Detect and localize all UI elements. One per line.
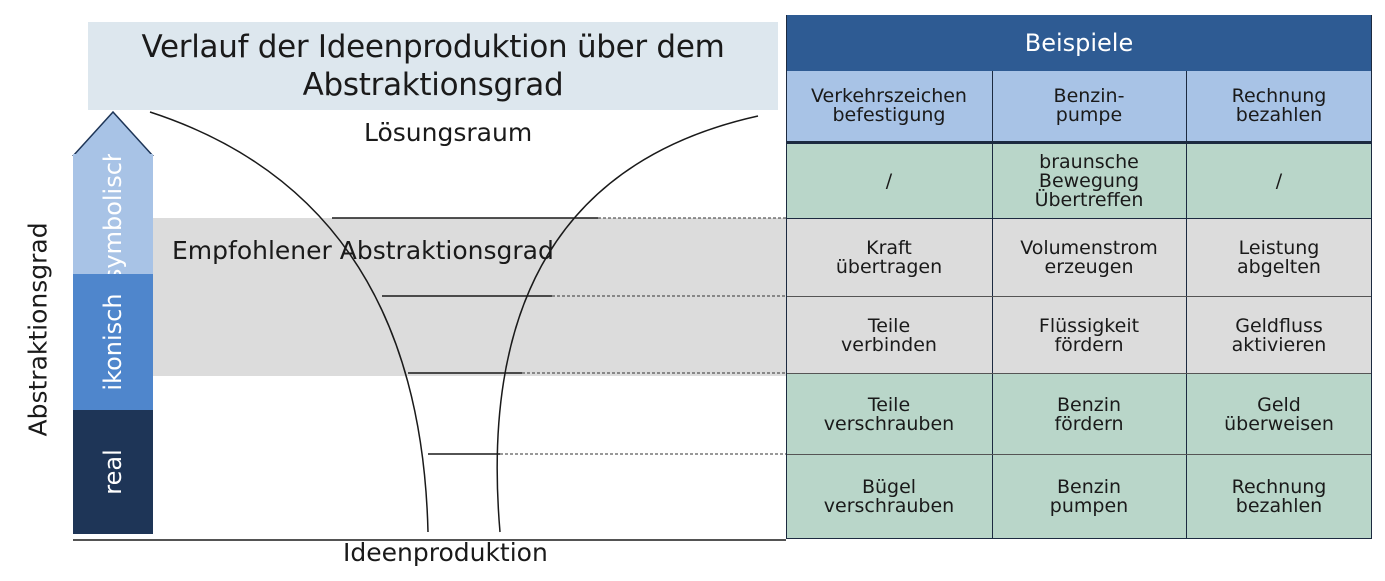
table-cell: Volumenstrom erzeugen bbox=[992, 219, 1186, 297]
level-ikonisch: ikonisch bbox=[73, 274, 153, 410]
table-cell: Rechnung bezahlen bbox=[1186, 455, 1372, 539]
funnel-diagram bbox=[73, 111, 786, 541]
table-header: Beispiele bbox=[786, 15, 1372, 71]
arrow-head-icon bbox=[72, 110, 154, 156]
table-cell: Geld überweisen bbox=[1186, 374, 1372, 455]
column-header: Rechnung bezahlen bbox=[1186, 71, 1372, 141]
table-cell: Flüssigkeit fördern bbox=[992, 297, 1186, 374]
table-cell: braunsche Bewegung Übertreffen bbox=[992, 143, 1186, 219]
examples-table: Beispiele Verkehrszeichen befestigung Be… bbox=[786, 15, 1372, 539]
table-cell: Geldfluss aktivieren bbox=[1186, 297, 1372, 374]
diagram-title: Verlauf der Ideenproduktion über dem Abs… bbox=[141, 29, 725, 103]
table-cell: Bügel verschrauben bbox=[786, 455, 992, 539]
table-cell: / bbox=[1186, 143, 1372, 219]
table-cell: Teile verschrauben bbox=[786, 374, 992, 455]
title-box bbox=[88, 22, 778, 110]
y-axis-label: Abstraktionsgrad bbox=[23, 222, 53, 437]
table-cell: Benzin pumpen bbox=[992, 455, 1186, 539]
funnel-right-curve bbox=[496, 115, 759, 533]
level-symbolisch: symbolisch bbox=[73, 154, 153, 274]
column-header: Verkehrszeichen befestigung bbox=[786, 71, 992, 141]
recommended-band bbox=[150, 218, 786, 376]
table-cell: / bbox=[786, 143, 992, 219]
table-cell: Leistung abgelten bbox=[1186, 219, 1372, 297]
empfohlen-label: Empfohlener Abstraktionsgrad bbox=[172, 236, 554, 265]
level-real: real bbox=[73, 410, 153, 534]
table-cell: Kraft übertragen bbox=[786, 219, 992, 297]
funnel-left-curve bbox=[149, 111, 429, 533]
loesungsraum-label: Lösungsraum bbox=[364, 118, 533, 147]
table-cell: Teile verbinden bbox=[786, 297, 992, 374]
ideenproduktion-label: Ideenproduktion bbox=[343, 538, 548, 567]
table-cell: Benzin fördern bbox=[992, 374, 1186, 455]
column-header: Benzin- pumpe bbox=[992, 71, 1186, 141]
